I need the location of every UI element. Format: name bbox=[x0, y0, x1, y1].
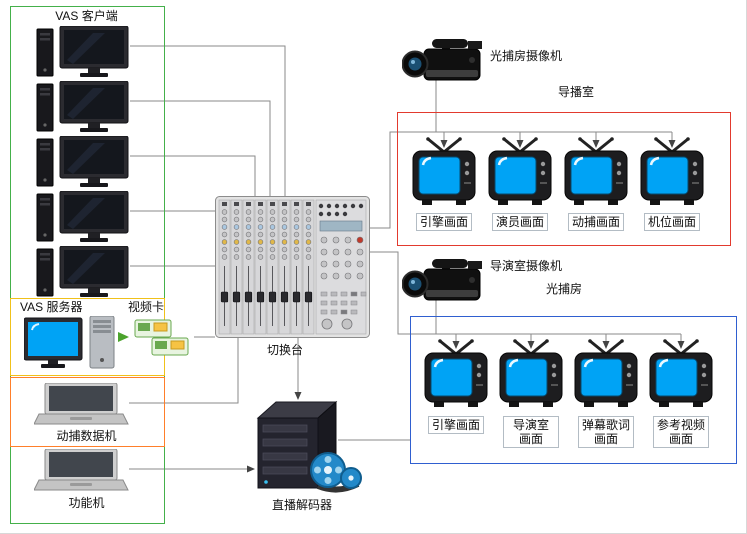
video-card-label: 视频卡 bbox=[128, 300, 165, 314]
switcher-label: 切换台 bbox=[267, 343, 304, 357]
mocap-box bbox=[10, 377, 165, 447]
camera-light-room-label: 光捕房摄像机 bbox=[490, 49, 563, 63]
video-switcher-icon bbox=[215, 196, 370, 338]
function-laptop-icon bbox=[34, 449, 129, 491]
tv-broadcast-1-icon bbox=[412, 136, 476, 207]
monitor-label-engine-2: 引擎画面 bbox=[428, 416, 484, 434]
tv-broadcast-4-icon bbox=[640, 136, 704, 207]
vas-server-label: VAS 服务器 bbox=[20, 300, 83, 314]
function-label: 功能机 bbox=[68, 496, 105, 510]
vas-server-computer-icon bbox=[24, 316, 115, 369]
client-computer-5-icon bbox=[36, 246, 129, 298]
decoder-label: 直播解码器 bbox=[271, 498, 332, 512]
tv-light-1-icon bbox=[424, 338, 488, 409]
monitor-label-actor: 演员画面 bbox=[492, 213, 548, 231]
client-computer-4-icon bbox=[36, 191, 129, 243]
connector-paths bbox=[129, 45, 685, 473]
camcorder-light-room-icon bbox=[402, 38, 483, 81]
camcorder-director-room-icon bbox=[402, 258, 483, 301]
tv-broadcast-2-icon bbox=[488, 136, 552, 207]
tv-broadcast-3-icon bbox=[564, 136, 628, 207]
broadcast-room-box bbox=[397, 112, 731, 246]
monitor-label-reference-video: 参考视频 画面 bbox=[653, 416, 709, 448]
tv-light-2-icon bbox=[499, 338, 563, 409]
monitor-label-camera-position: 机位画面 bbox=[644, 213, 700, 231]
motion-capture-laptop-icon bbox=[34, 383, 129, 425]
server-to-videocard-arrow-icon bbox=[118, 332, 129, 342]
live-decoder-icon bbox=[250, 398, 365, 498]
broadcast-room-label: 导播室 bbox=[558, 85, 595, 99]
monitor-label-director-room: 导演室 画面 bbox=[503, 416, 559, 448]
tv-light-4-icon bbox=[649, 338, 713, 409]
vas-client-group-box bbox=[10, 6, 165, 524]
video-capture-card-icon bbox=[134, 319, 189, 356]
tv-light-3-icon bbox=[574, 338, 638, 409]
camera-director-room-label: 导演室摄像机 bbox=[490, 259, 563, 273]
client-computer-2-icon bbox=[36, 81, 129, 133]
monitor-label-danmaku-lyrics: 弹幕歌词 画面 bbox=[578, 416, 634, 448]
light-room-box bbox=[410, 316, 737, 464]
monitor-label-engine-1: 引擎画面 bbox=[416, 213, 472, 231]
client-computer-1-icon bbox=[36, 26, 129, 78]
light-room-label: 光捕房 bbox=[546, 282, 583, 296]
mocap-label: 动捕数据机 bbox=[56, 429, 117, 443]
vas-clients-label: VAS 客户端 bbox=[55, 9, 118, 23]
client-computer-3-icon bbox=[36, 136, 129, 188]
monitor-label-mocap: 动捕画面 bbox=[568, 213, 624, 231]
